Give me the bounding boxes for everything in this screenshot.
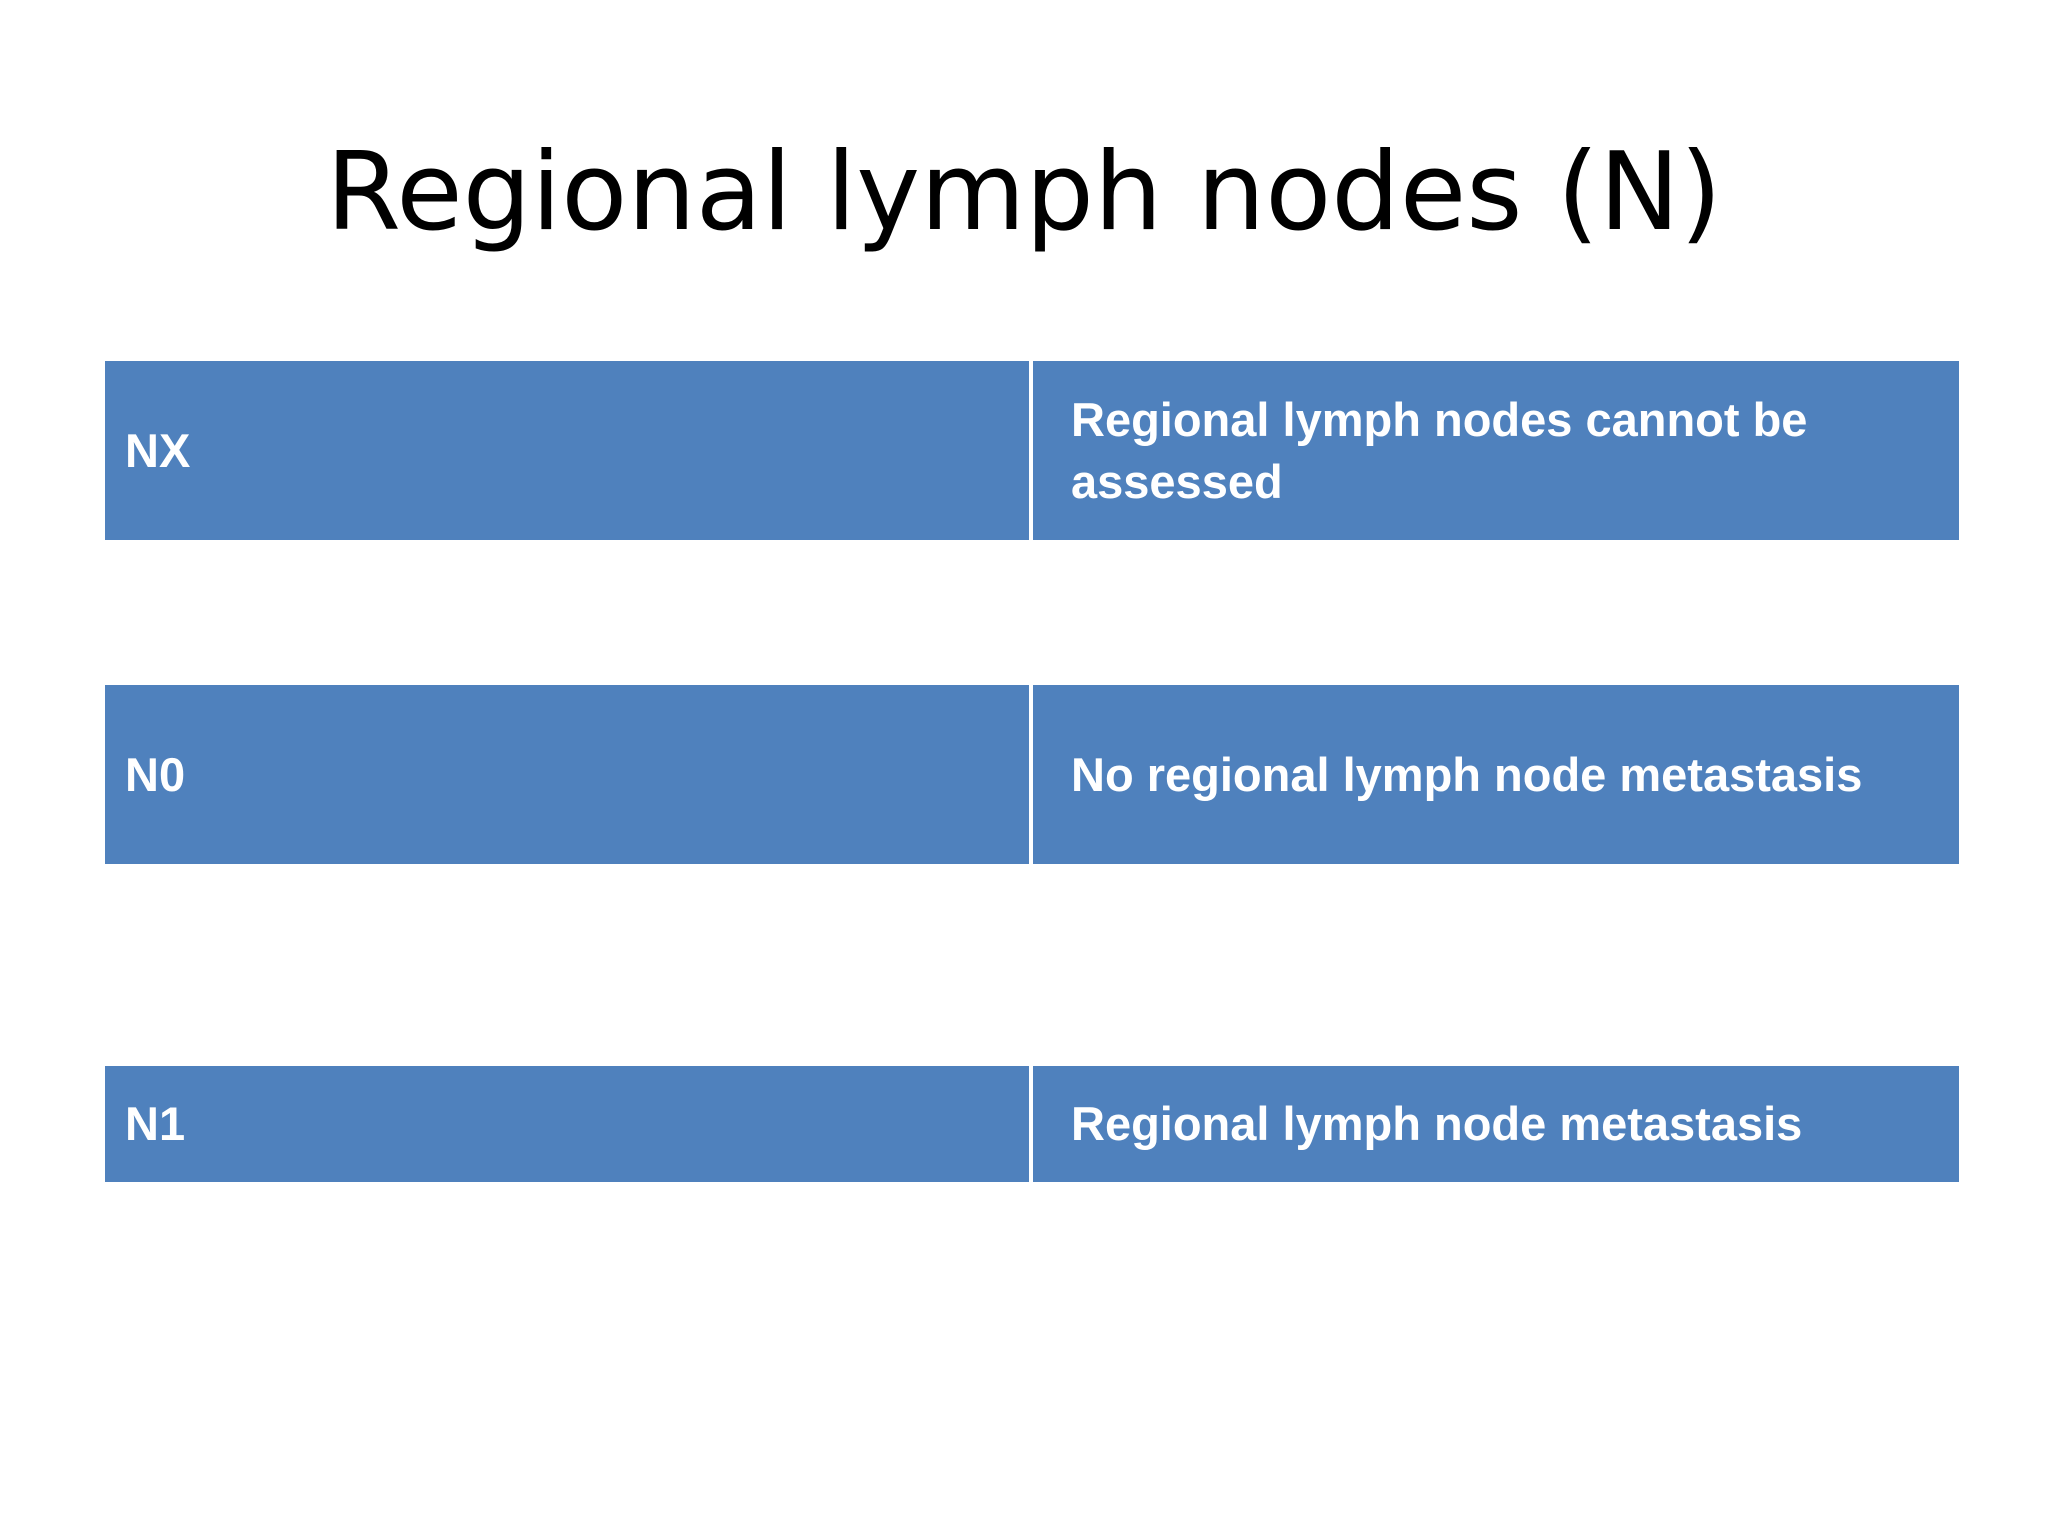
- stage-description-cell: Regional lymph node metastasis: [1033, 1066, 1959, 1182]
- table-row: NX Regional lymph nodes cannot be assess…: [105, 361, 1959, 540]
- stage-description-cell: No regional lymph node metastasis: [1033, 685, 1959, 864]
- table-row: N1 Regional lymph node metastasis: [105, 1066, 1959, 1182]
- stage-code-cell: N1: [105, 1066, 1029, 1182]
- stage-description-cell: Regional lymph nodes cannot be assessed: [1033, 361, 1959, 540]
- stage-code-cell: NX: [105, 361, 1029, 540]
- stage-code-cell: N0: [105, 685, 1029, 864]
- slide-title: Regional lymph nodes (N): [326, 130, 1722, 255]
- table-row: N0 No regional lymph node metastasis: [105, 685, 1959, 864]
